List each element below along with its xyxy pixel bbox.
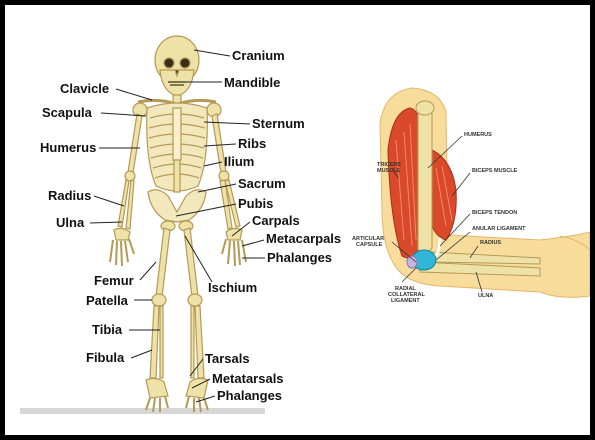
- label-tarsals: Tarsals: [205, 351, 250, 366]
- label-cranium: Cranium: [232, 48, 285, 63]
- label-triceps-2: MUSCLE: [377, 168, 401, 174]
- label-sacrum: Sacrum: [238, 176, 286, 191]
- arm-illustration: [380, 88, 590, 297]
- arm-left: [110, 103, 147, 266]
- illustration-canvas: Cranium Mandible Clavicle Scapula Sternu…: [5, 5, 590, 435]
- label-metatarsals: Metatarsals: [212, 371, 284, 386]
- label-ischium: Ischium: [208, 280, 257, 295]
- label-metacarpals: Metacarpals: [266, 231, 341, 246]
- anatomy-diagram: Cranium Mandible Clavicle Scapula Sternu…: [5, 5, 590, 435]
- label-biceps-tendon: BICEPS TENDON: [472, 210, 517, 216]
- label-femur: Femur: [94, 273, 134, 288]
- label-arm-radius: RADIUS: [480, 240, 501, 246]
- label-tibia: Tibia: [92, 322, 123, 337]
- pelvis: [148, 190, 206, 231]
- skull: [155, 36, 199, 96]
- label-phalanges-hand: Phalanges: [267, 250, 332, 265]
- label-humerus: Humerus: [40, 140, 96, 155]
- humerus-bone: [418, 105, 432, 253]
- label-sternum: Sternum: [252, 116, 305, 131]
- label-clavicle: Clavicle: [60, 81, 109, 96]
- label-fibula: Fibula: [86, 350, 125, 365]
- leg-left: [146, 228, 170, 412]
- label-radial-3: LIGAMENT: [391, 298, 420, 304]
- label-phalanges-foot: Phalanges: [217, 388, 282, 403]
- label-articular-2: CAPSULE: [356, 242, 383, 248]
- label-ribs: Ribs: [238, 136, 266, 151]
- label-carpals: Carpals: [252, 213, 300, 228]
- lumbar-spine: [174, 160, 180, 192]
- label-ilium: Ilium: [224, 154, 254, 169]
- label-arm-humerus: HUMERUS: [464, 132, 492, 138]
- label-patella: Patella: [86, 293, 129, 308]
- label-pubis: Pubis: [238, 196, 273, 211]
- label-radius: Radius: [48, 188, 91, 203]
- label-anular-ligament: ANULAR LIGAMENT: [472, 226, 526, 232]
- label-biceps-muscle: BICEPS MUSCLE: [472, 168, 518, 174]
- label-ulna: Ulna: [56, 215, 85, 230]
- label-arm-ulna: ULNA: [478, 293, 493, 299]
- label-scapula: Scapula: [42, 105, 93, 120]
- label-mandible: Mandible: [224, 75, 280, 90]
